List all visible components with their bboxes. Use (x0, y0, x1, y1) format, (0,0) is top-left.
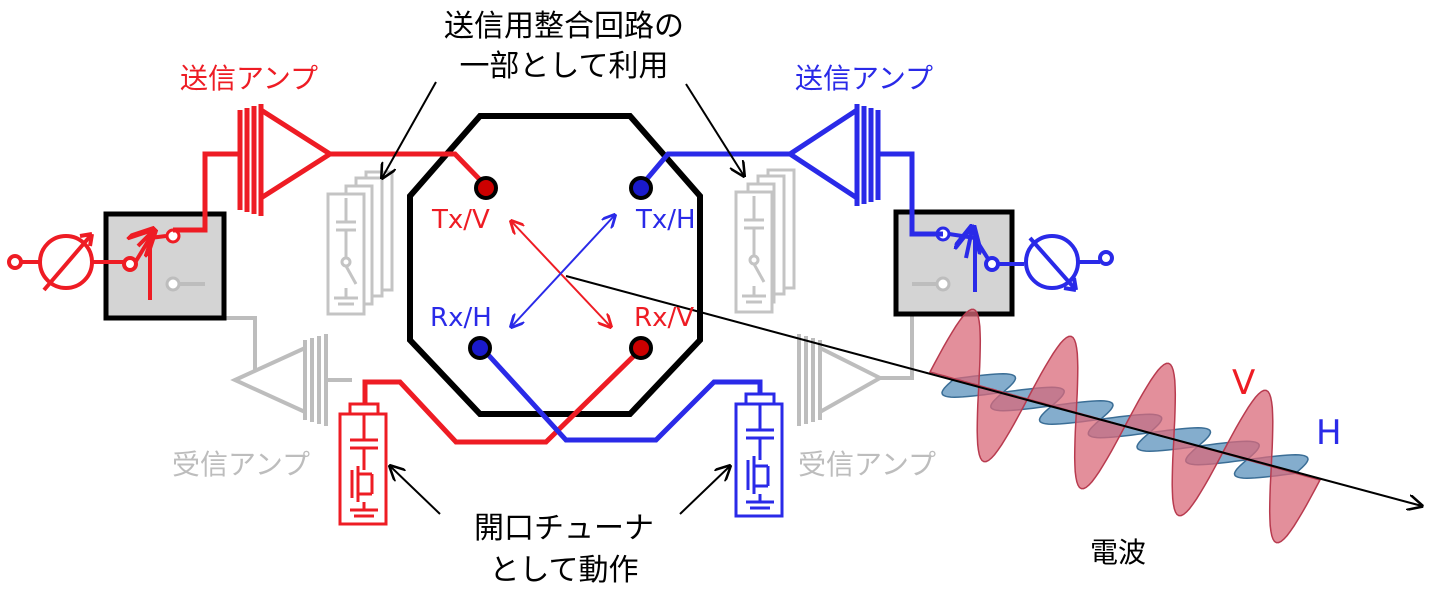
rx-amp-right-group (797, 288, 914, 426)
port-tx-h-label: Tx/H (635, 205, 696, 235)
signal-source-right (984, 234, 1114, 292)
wave-v-lobe (976, 384, 1029, 463)
port-rx-v-label: Rx/V (634, 303, 694, 333)
tuner-note-line2: として動作 (489, 553, 638, 588)
tx-matching-stack-right (734, 168, 796, 314)
callout-arrow-left-stack (382, 81, 437, 178)
wave-v-lobe (1268, 465, 1322, 544)
antenna-octagon (407, 113, 703, 417)
wave-label: 電波 (1090, 536, 1146, 569)
tx-amp-right-label: 送信アンプ (795, 62, 933, 95)
port-tx-h (629, 176, 653, 200)
propagation-arrow (565, 275, 1422, 506)
port-rx-v (629, 336, 653, 360)
tuner-note-line1: 開口チューナ (474, 511, 654, 546)
top-note-line1: 送信用整合回路の (444, 9, 684, 44)
tx-red-path (173, 104, 642, 445)
pol-v-label: V (1232, 363, 1255, 403)
pol-h-label: H (1316, 413, 1342, 453)
tx-blue-path (480, 104, 943, 443)
rx-amp-left-label: 受信アンプ (172, 448, 310, 481)
tx-matching-stack-left (326, 170, 394, 316)
callout-arrow-right-stack (685, 83, 744, 176)
callout-arrow-blue-tuner (679, 466, 730, 515)
rx-amp-left-group (203, 288, 352, 426)
port-rx-h (468, 336, 492, 360)
h-polarization-arrow (512, 216, 614, 326)
rx-amp-right-label: 受信アンプ (798, 448, 936, 481)
signal-source-left (7, 232, 138, 292)
port-rx-h-label: Rx/H (430, 303, 492, 333)
rx-amp-left-triangle (230, 344, 307, 416)
rx-right-wire (880, 288, 914, 380)
wave-v-lobe (928, 308, 982, 387)
port-tx-v (474, 176, 498, 200)
top-note-line2: 一部として利用 (459, 49, 668, 84)
port-tx-v-label: Tx/V (431, 205, 490, 235)
aperture-tuner-blue (734, 392, 784, 518)
tx-amp-left-label: 送信アンプ (180, 62, 318, 95)
callout-arrow-red-tuner (390, 466, 441, 515)
aperture-tuner-red (338, 402, 388, 526)
